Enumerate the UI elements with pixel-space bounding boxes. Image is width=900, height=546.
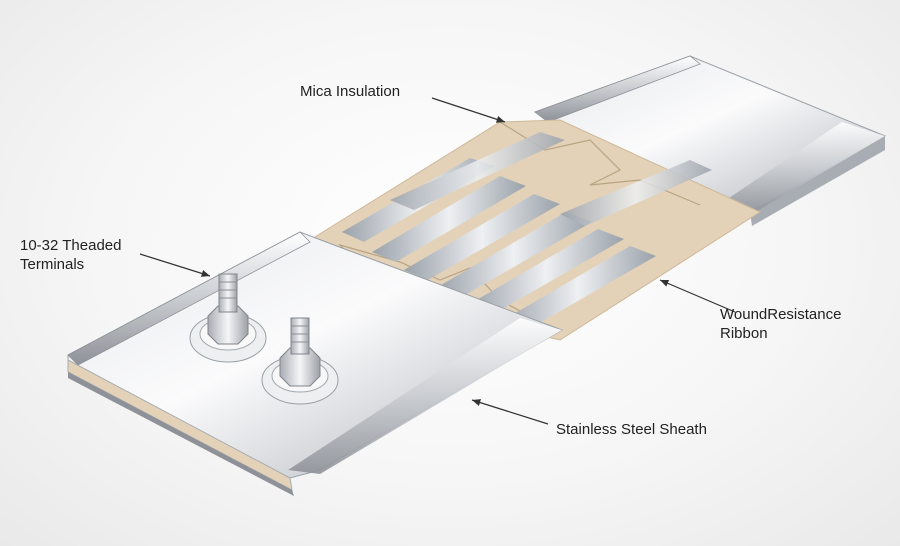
label-wound-resistance-ribbon: WoundResistance Ribbon	[720, 305, 841, 343]
callout-arrow-icon	[472, 400, 548, 424]
callout-arrow-icon	[140, 254, 210, 276]
label-mica-insulation: Mica Insulation	[300, 82, 400, 101]
label-stainless-steel-sheath: Stainless Steel Sheath	[556, 420, 707, 439]
label-threaded-terminals: 10-32 Theaded Terminals	[20, 236, 121, 274]
callout-arrow-icon	[432, 98, 505, 122]
